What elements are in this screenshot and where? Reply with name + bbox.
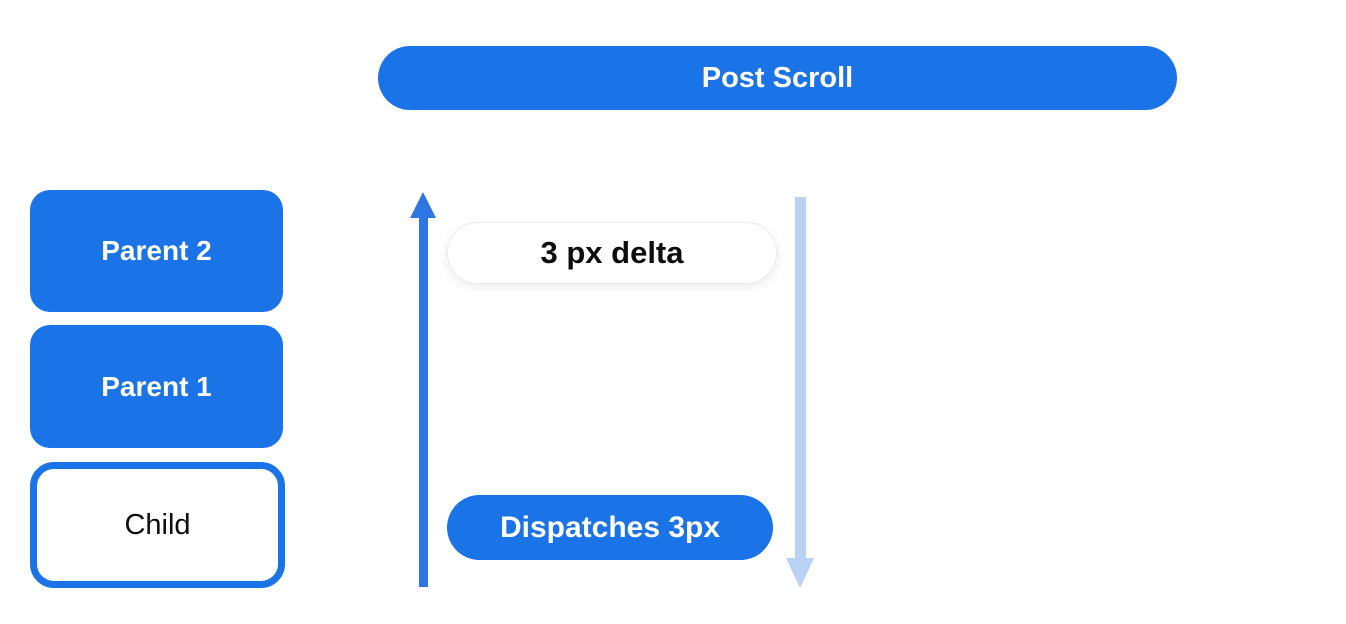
node-parent-1: Parent 1	[30, 325, 283, 448]
dispatch-pill: Dispatches 3px	[447, 495, 773, 560]
node-child: Child	[30, 462, 285, 588]
node-child-label: Child	[124, 508, 191, 541]
node-parent-2-label: Parent 2	[101, 235, 212, 266]
post-scroll-header-pill: Post Scroll	[378, 46, 1177, 110]
up-arrow-shaft	[419, 213, 428, 587]
up-arrow-head	[410, 192, 436, 218]
down-arrow-shaft	[795, 197, 806, 558]
dispatch-pill-label: Dispatches 3px	[499, 510, 721, 544]
node-parent-1-label: Parent 1	[101, 370, 212, 402]
node-parent-2: Parent 2	[30, 190, 283, 312]
post-scroll-header-label: Post Scroll	[701, 61, 854, 94]
delta-pill: 3 px delta	[447, 222, 777, 284]
delta-pill-label: 3 px delta	[540, 235, 684, 270]
down-arrow-head	[786, 558, 814, 588]
